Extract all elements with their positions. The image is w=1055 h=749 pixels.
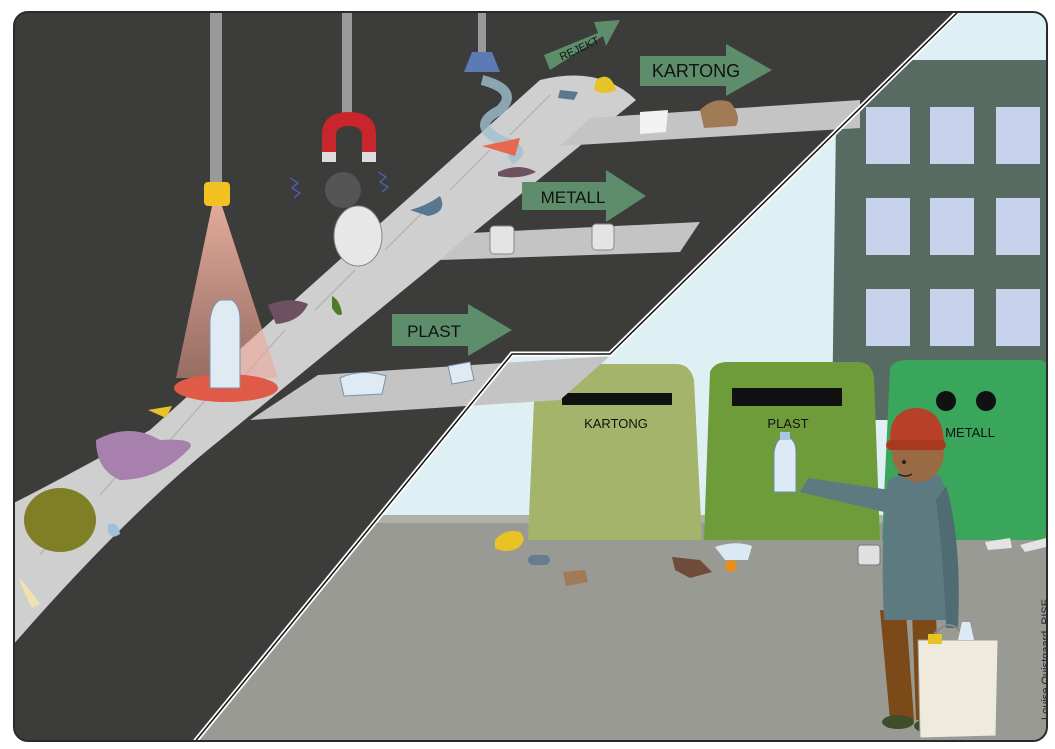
bin-label-metall: METALL <box>945 425 995 440</box>
bin-metall-hole <box>976 391 996 411</box>
bin-plast-slot <box>732 388 842 406</box>
bin-metall-hole <box>936 391 956 411</box>
bin-kartong-slot <box>562 393 672 405</box>
arrow-label-plast: PLAST <box>407 322 461 341</box>
arrow-label-kartong: KARTONG <box>652 61 740 81</box>
arrow-label-metall: METALL <box>541 188 606 207</box>
bin-label-kartong: KARTONG <box>584 416 648 431</box>
bin-label-plast: PLAST <box>767 416 808 431</box>
